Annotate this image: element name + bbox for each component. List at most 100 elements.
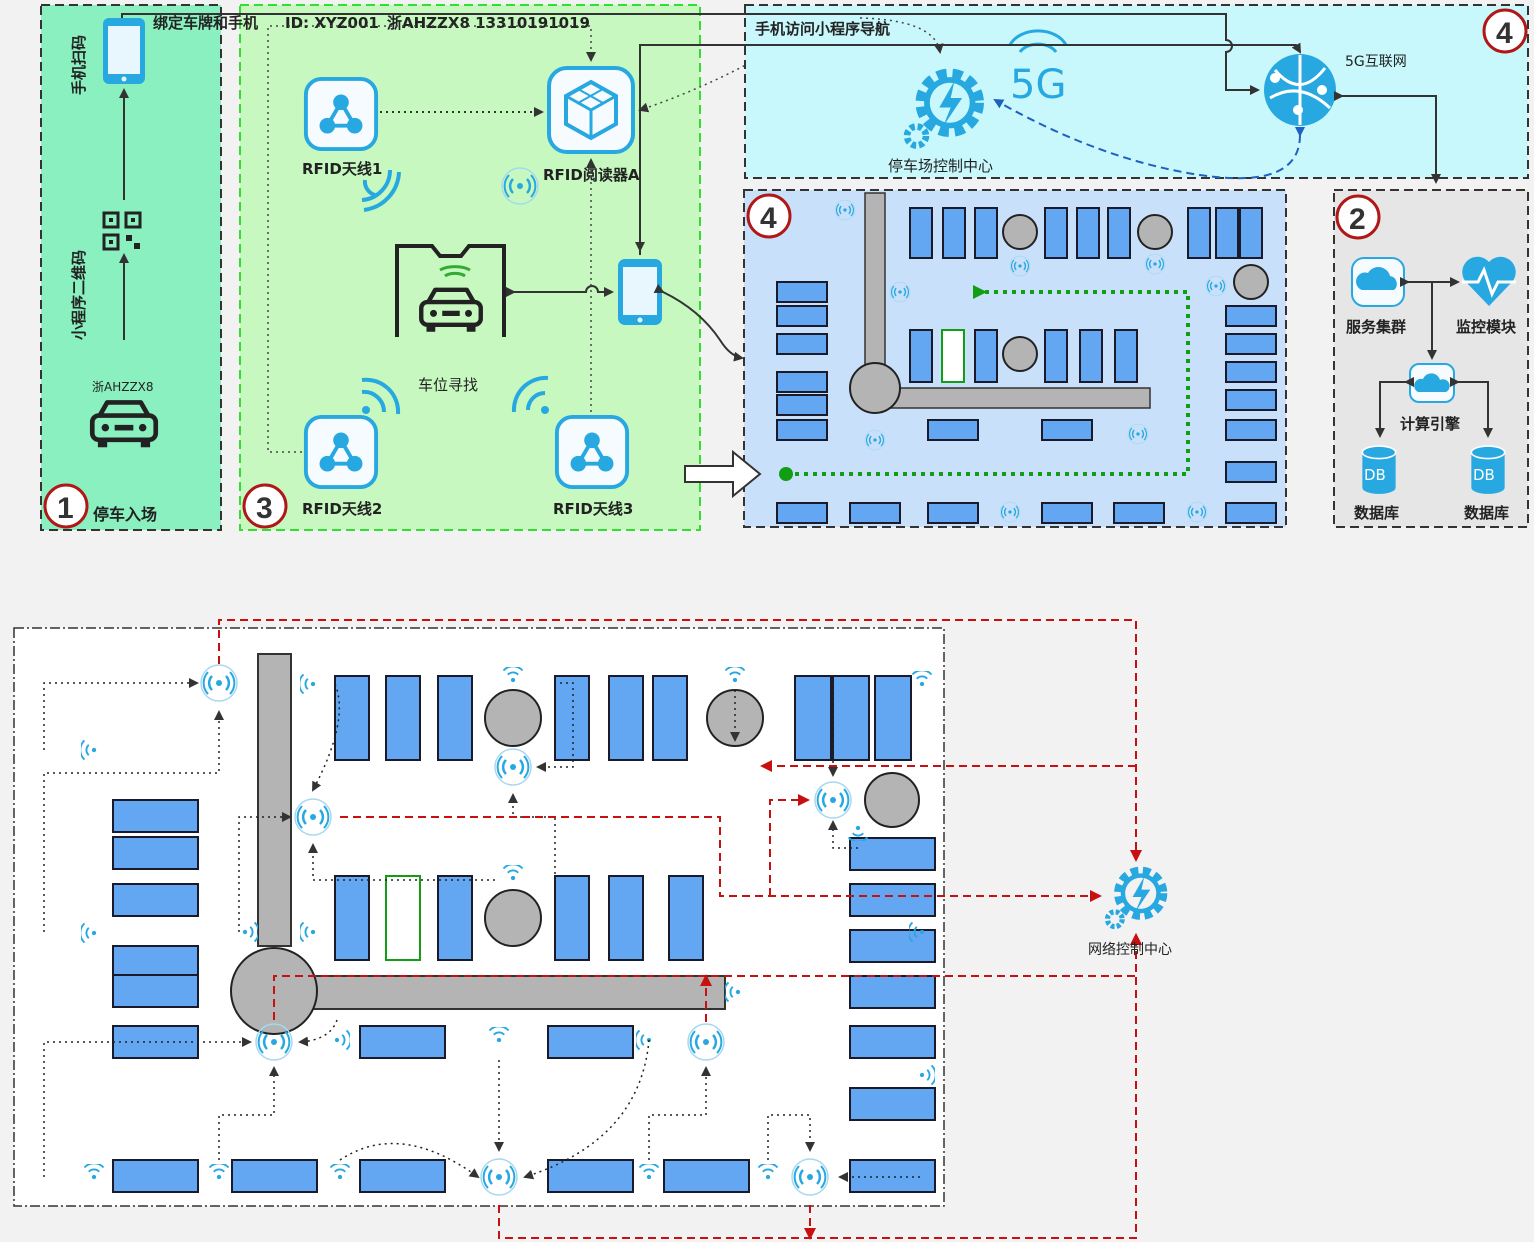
parking-slot: [1225, 361, 1277, 383]
parking-slot: [231, 1159, 318, 1193]
parking-slot: [547, 1159, 634, 1193]
parking-slot: [974, 329, 998, 383]
wifi-signal-icon: [361, 169, 401, 212]
antenna-2-label: RFID天线2: [302, 500, 382, 518]
zone-2-number: 2: [1349, 203, 1366, 236]
pillar: [1002, 214, 1038, 250]
zone-1-entrance: 手机扫码 小程序二维码 浙AHZZX8 1 停车入场: [40, 4, 222, 531]
bind-label: 绑定车牌和手机: [153, 14, 258, 32]
parking-slot: [608, 675, 644, 761]
parking-slot: [1225, 502, 1277, 524]
dotted-link: [648, 1066, 711, 1160]
find-spot-label: 车位寻找: [418, 376, 478, 394]
parking-slot: [334, 875, 370, 961]
db-left-label: 数据库: [1354, 504, 1399, 522]
parking-slot: [1225, 305, 1277, 327]
parking-slot: [437, 875, 473, 961]
parking-slot: [359, 1159, 446, 1193]
parking-slot: [1076, 207, 1100, 259]
engine-label: 计算引擎: [1400, 415, 1460, 433]
network-link: [218, 619, 1142, 862]
zone-1-title: 停车入场: [93, 505, 157, 524]
road: [257, 653, 292, 947]
zone-3-number: 3: [256, 492, 273, 525]
navigation-path: [786, 285, 1190, 476]
parking-slot: [849, 1087, 936, 1121]
parking-slot: [385, 675, 421, 761]
parking-slot: [1044, 207, 1068, 259]
network-center-label: 网络控制中心: [1088, 942, 1172, 958]
parking-slot: [1113, 502, 1165, 524]
parking-slot: [1225, 389, 1277, 411]
db-right-label: 数据库: [1464, 504, 1509, 522]
road: [879, 387, 1151, 409]
network-link: [769, 794, 810, 896]
dotted-link: [218, 1066, 279, 1160]
parking-slot: [1225, 461, 1277, 483]
dotted-link: [43, 678, 199, 750]
net-label: 5G互联网: [1345, 54, 1407, 70]
parking-slot: [942, 207, 966, 259]
dotted-link: [43, 710, 224, 932]
parking-slot: [1041, 419, 1093, 441]
network-link: [498, 933, 1142, 1239]
nav-label: 手机访问小程序导航: [755, 20, 890, 38]
pillar: [864, 772, 920, 828]
parking-slot: [334, 675, 370, 761]
db-icon-text: DB: [1364, 466, 1386, 484]
parking-slot: [849, 1025, 936, 1059]
id-label: ID: XYZ001: [285, 14, 379, 32]
pillar: [1137, 214, 1173, 250]
car-in-spot-icon: [395, 244, 506, 337]
rfid-antenna-1-icon: [303, 76, 379, 152]
parking-slot: [794, 675, 832, 761]
parking-slot: [776, 305, 828, 327]
scan-label: 手机扫码: [70, 35, 88, 95]
zone-4-parking-lot: 4: [653, 189, 1287, 528]
zone-4-lot-number: 4: [760, 202, 777, 235]
parking-slot: [974, 207, 998, 259]
parking-slot: [909, 207, 933, 259]
dotted-link: [828, 820, 858, 849]
parking-slot: [849, 883, 936, 917]
parking-slot: [849, 975, 936, 1009]
reader-label: RFID阅读器A: [543, 166, 640, 184]
parking-slot: [112, 836, 199, 870]
parking-slot: [849, 1159, 936, 1193]
wifi-signal-icon: [511, 375, 549, 414]
globe-network-icon: [1264, 54, 1336, 126]
zone-1-number: 1: [57, 492, 74, 525]
cluster-label: 服务集群: [1346, 318, 1406, 336]
rfid-antenna-3-icon: [554, 414, 630, 490]
dotted-link: [767, 1114, 815, 1160]
dotted-link: [308, 843, 495, 881]
parking-slot: [547, 1025, 634, 1059]
bottom-parking-network: 网络控制中心: [13, 619, 1172, 1240]
gear-bolt-icon: [1107, 871, 1163, 927]
pillar: [1233, 264, 1269, 300]
parking-slot: [849, 502, 901, 524]
rfid-antenna-2-icon: [303, 414, 379, 490]
pillar: [849, 362, 901, 414]
parking-slot: [112, 945, 199, 979]
parking-slot: [1079, 329, 1103, 383]
road: [864, 192, 886, 379]
zone-4-network: 手机访问小程序导航 4 停车场控制中心 5G 5G互联网: [121, 4, 1529, 255]
parking-slot: [1239, 207, 1263, 259]
dotted-link: [339, 1142, 480, 1179]
fiveg-text: 5G: [1010, 62, 1066, 108]
db-icon-text: DB: [1473, 466, 1495, 484]
parking-slot: [1225, 419, 1277, 441]
parking-slot: [112, 974, 199, 1008]
parking-slot: [112, 883, 199, 917]
parking-slot: [554, 675, 590, 761]
parking-slot: [608, 875, 644, 961]
engine-icon: [1409, 363, 1455, 403]
parking-slot: [849, 837, 936, 871]
parking-slot: [776, 371, 828, 393]
parking-slot: [652, 675, 688, 761]
parking-slot: [1107, 207, 1131, 259]
parking-slot: [776, 419, 828, 441]
parking-slot: [1187, 207, 1211, 259]
arrow-right-icon: [684, 449, 762, 499]
